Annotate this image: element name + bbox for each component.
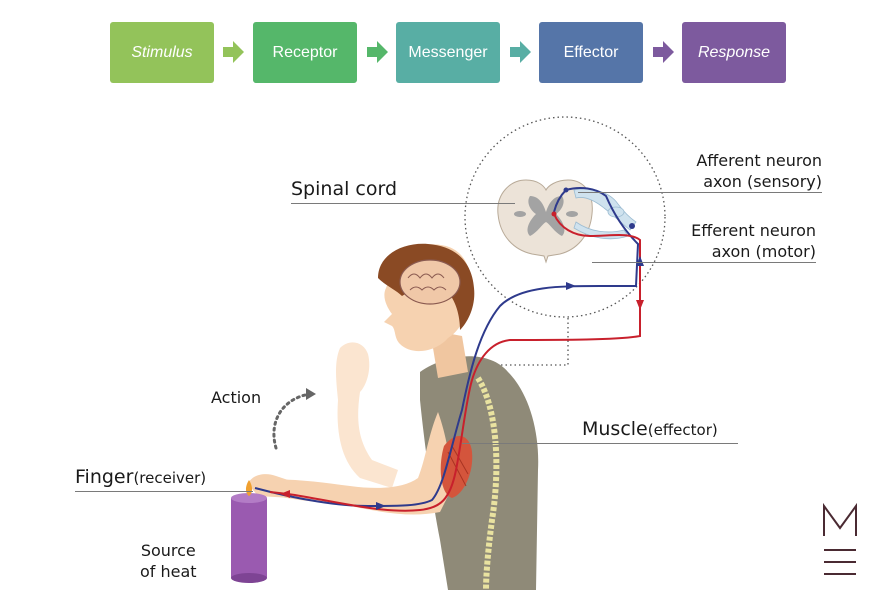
label-source-of-heat: Source of heat — [140, 541, 197, 581]
action-arc — [272, 392, 312, 450]
flow-step-stimulus: Stimulus — [110, 22, 214, 83]
label-spinal-cord: Spinal cord — [291, 178, 398, 200]
muscle-fibers — [447, 445, 469, 487]
candle-top — [231, 493, 267, 503]
afferent-axon — [254, 187, 640, 508]
candle — [231, 498, 267, 578]
head — [384, 244, 472, 352]
flow-step-receptor: Receptor — [253, 22, 357, 83]
sensory-neuron-body — [563, 187, 569, 193]
muscle — [440, 435, 473, 498]
leader-spinal-cord — [291, 203, 515, 204]
brain-folds — [407, 273, 447, 291]
label-muscle-main: Muscle — [582, 418, 648, 440]
afferent-arrowhead-icon — [376, 502, 386, 510]
candle-base — [231, 573, 267, 583]
efferent-arrowhead-icon — [636, 300, 644, 310]
flow-step-response: Response — [682, 22, 786, 83]
afferent-arrowhead-icon — [566, 282, 576, 290]
label-finger-main: Finger — [75, 466, 134, 488]
m-logo-icon — [823, 502, 857, 575]
magnify-connector — [500, 318, 569, 366]
label-muscle: Muscle(effector) — [582, 418, 718, 440]
arrow-right-icon — [367, 41, 388, 63]
efferent-arrowhead-icon — [280, 490, 290, 498]
torso — [420, 356, 539, 590]
leader-finger — [75, 491, 253, 492]
label-efferent: Efferent neuron axon (motor) — [691, 221, 816, 261]
action-arrowhead-icon — [306, 388, 316, 400]
neck — [430, 330, 468, 378]
ganglion-node — [629, 223, 635, 229]
arrow-right-icon — [653, 41, 674, 63]
label-action: Action — [211, 388, 262, 407]
leader-muscle — [462, 443, 738, 444]
hair — [378, 243, 475, 330]
flow-step-messenger: Messenger — [396, 22, 500, 83]
reaching-arm — [262, 412, 451, 515]
label-afferent: Afferent neuron axon (sensory) — [696, 151, 822, 191]
raised-arm — [336, 342, 398, 488]
arrow-right-icon — [510, 41, 531, 63]
motor-neuron-body — [551, 211, 557, 217]
spine — [475, 376, 500, 591]
leader-efferent — [592, 262, 816, 263]
label-finger: Finger(receiver) — [75, 466, 206, 488]
hand — [248, 474, 300, 498]
magnify-circle — [464, 116, 666, 318]
flow-step-effector: Effector — [539, 22, 643, 83]
arrow-right-icon — [223, 41, 244, 63]
afferent-arrowhead-icon — [636, 256, 644, 266]
leader-afferent — [578, 192, 822, 193]
label-finger-sub: (receiver) — [133, 469, 207, 487]
flame-icon — [245, 480, 253, 496]
brain — [399, 259, 461, 305]
efferent-axon — [269, 213, 641, 512]
label-muscle-sub: (effector) — [647, 421, 718, 439]
